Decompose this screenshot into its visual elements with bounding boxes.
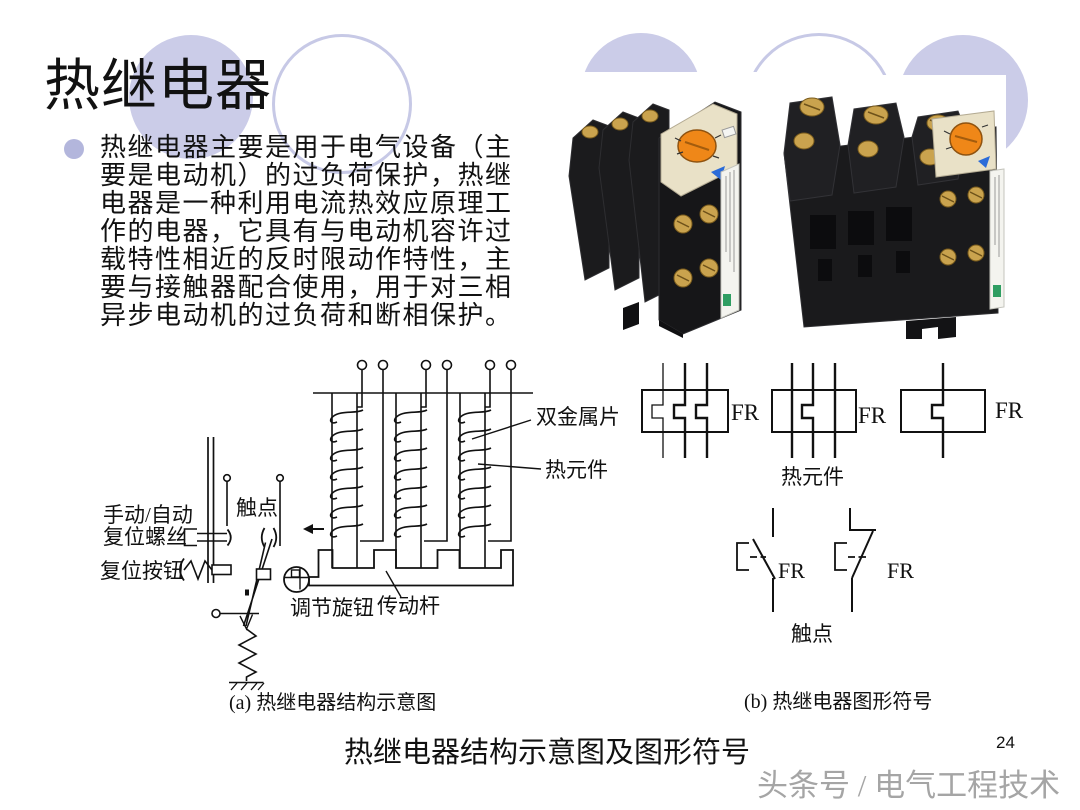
label-fr-4: FR: [778, 558, 805, 583]
paragraph-line: 异步电动机的过负荷和断相保护。: [100, 301, 513, 330]
label-manual-auto: 手动/自动: [103, 503, 193, 527]
paragraph-line: 要与接触器配合使用，用于对三相: [100, 273, 513, 302]
paragraph-line: 作的电器，它具有与电动机容许过: [100, 217, 513, 246]
thermal-relay-photo-right: [770, 75, 1006, 340]
label-reset-button: 复位按钮: [100, 559, 184, 583]
label-contact: 触点: [236, 496, 278, 520]
decorative-ring-icon: [272, 34, 412, 174]
label-adjust-knob: 调节旋钮: [290, 596, 374, 620]
label-bimetal-strip: 双金属片: [536, 405, 620, 429]
caption-b: (b) 热继电器图形符号: [744, 690, 932, 713]
body-paragraph: 热继电器主要是用于电气设备（主 要是电动机）的过负荷保护，热继 电器是一种利用电…: [100, 134, 530, 330]
decorative-circle-icon: [129, 35, 253, 159]
structure-and-symbol-diagram: 双金属片 热元件 触点 手动/自动 复位螺丝 复位按钮 调节旋钮 传动杆 (a)…: [100, 348, 1024, 714]
bullet-icon: [64, 139, 84, 159]
label-fr-3: FR: [995, 398, 1024, 423]
page-number: 24: [996, 733, 1015, 752]
label-heat-element: 热元件: [545, 458, 608, 482]
paragraph-line: 电器是一种利用电流热效应原理工: [100, 189, 513, 218]
label-contact-symbol: 触点: [791, 622, 833, 646]
main-caption: 热继电器结构示意图及图形符号: [344, 737, 751, 769]
label-fr-2: FR: [858, 403, 887, 428]
caption-a: (a) 热继电器结构示意图: [229, 691, 436, 714]
label-heat-element-symbol: 热元件: [781, 465, 844, 489]
label-reset-screw: 复位螺丝: [103, 525, 187, 549]
watermark: 头条号 / 电气工程技术: [757, 768, 1061, 803]
label-fr-5: FR: [887, 558, 914, 583]
paragraph-line: 要是电动机）的过负荷保护，热继: [100, 161, 513, 190]
paragraph-line: 热继电器主要是用于电气设备（主: [100, 133, 513, 162]
paragraph-line: 载特性相近的反时限动作特性，主: [100, 245, 513, 274]
label-fr-1: FR: [731, 400, 760, 425]
label-drive-rod: 传动杆: [377, 594, 440, 618]
thermal-relay-photo-left: [563, 72, 770, 340]
page-title: 热继电器: [44, 56, 272, 118]
